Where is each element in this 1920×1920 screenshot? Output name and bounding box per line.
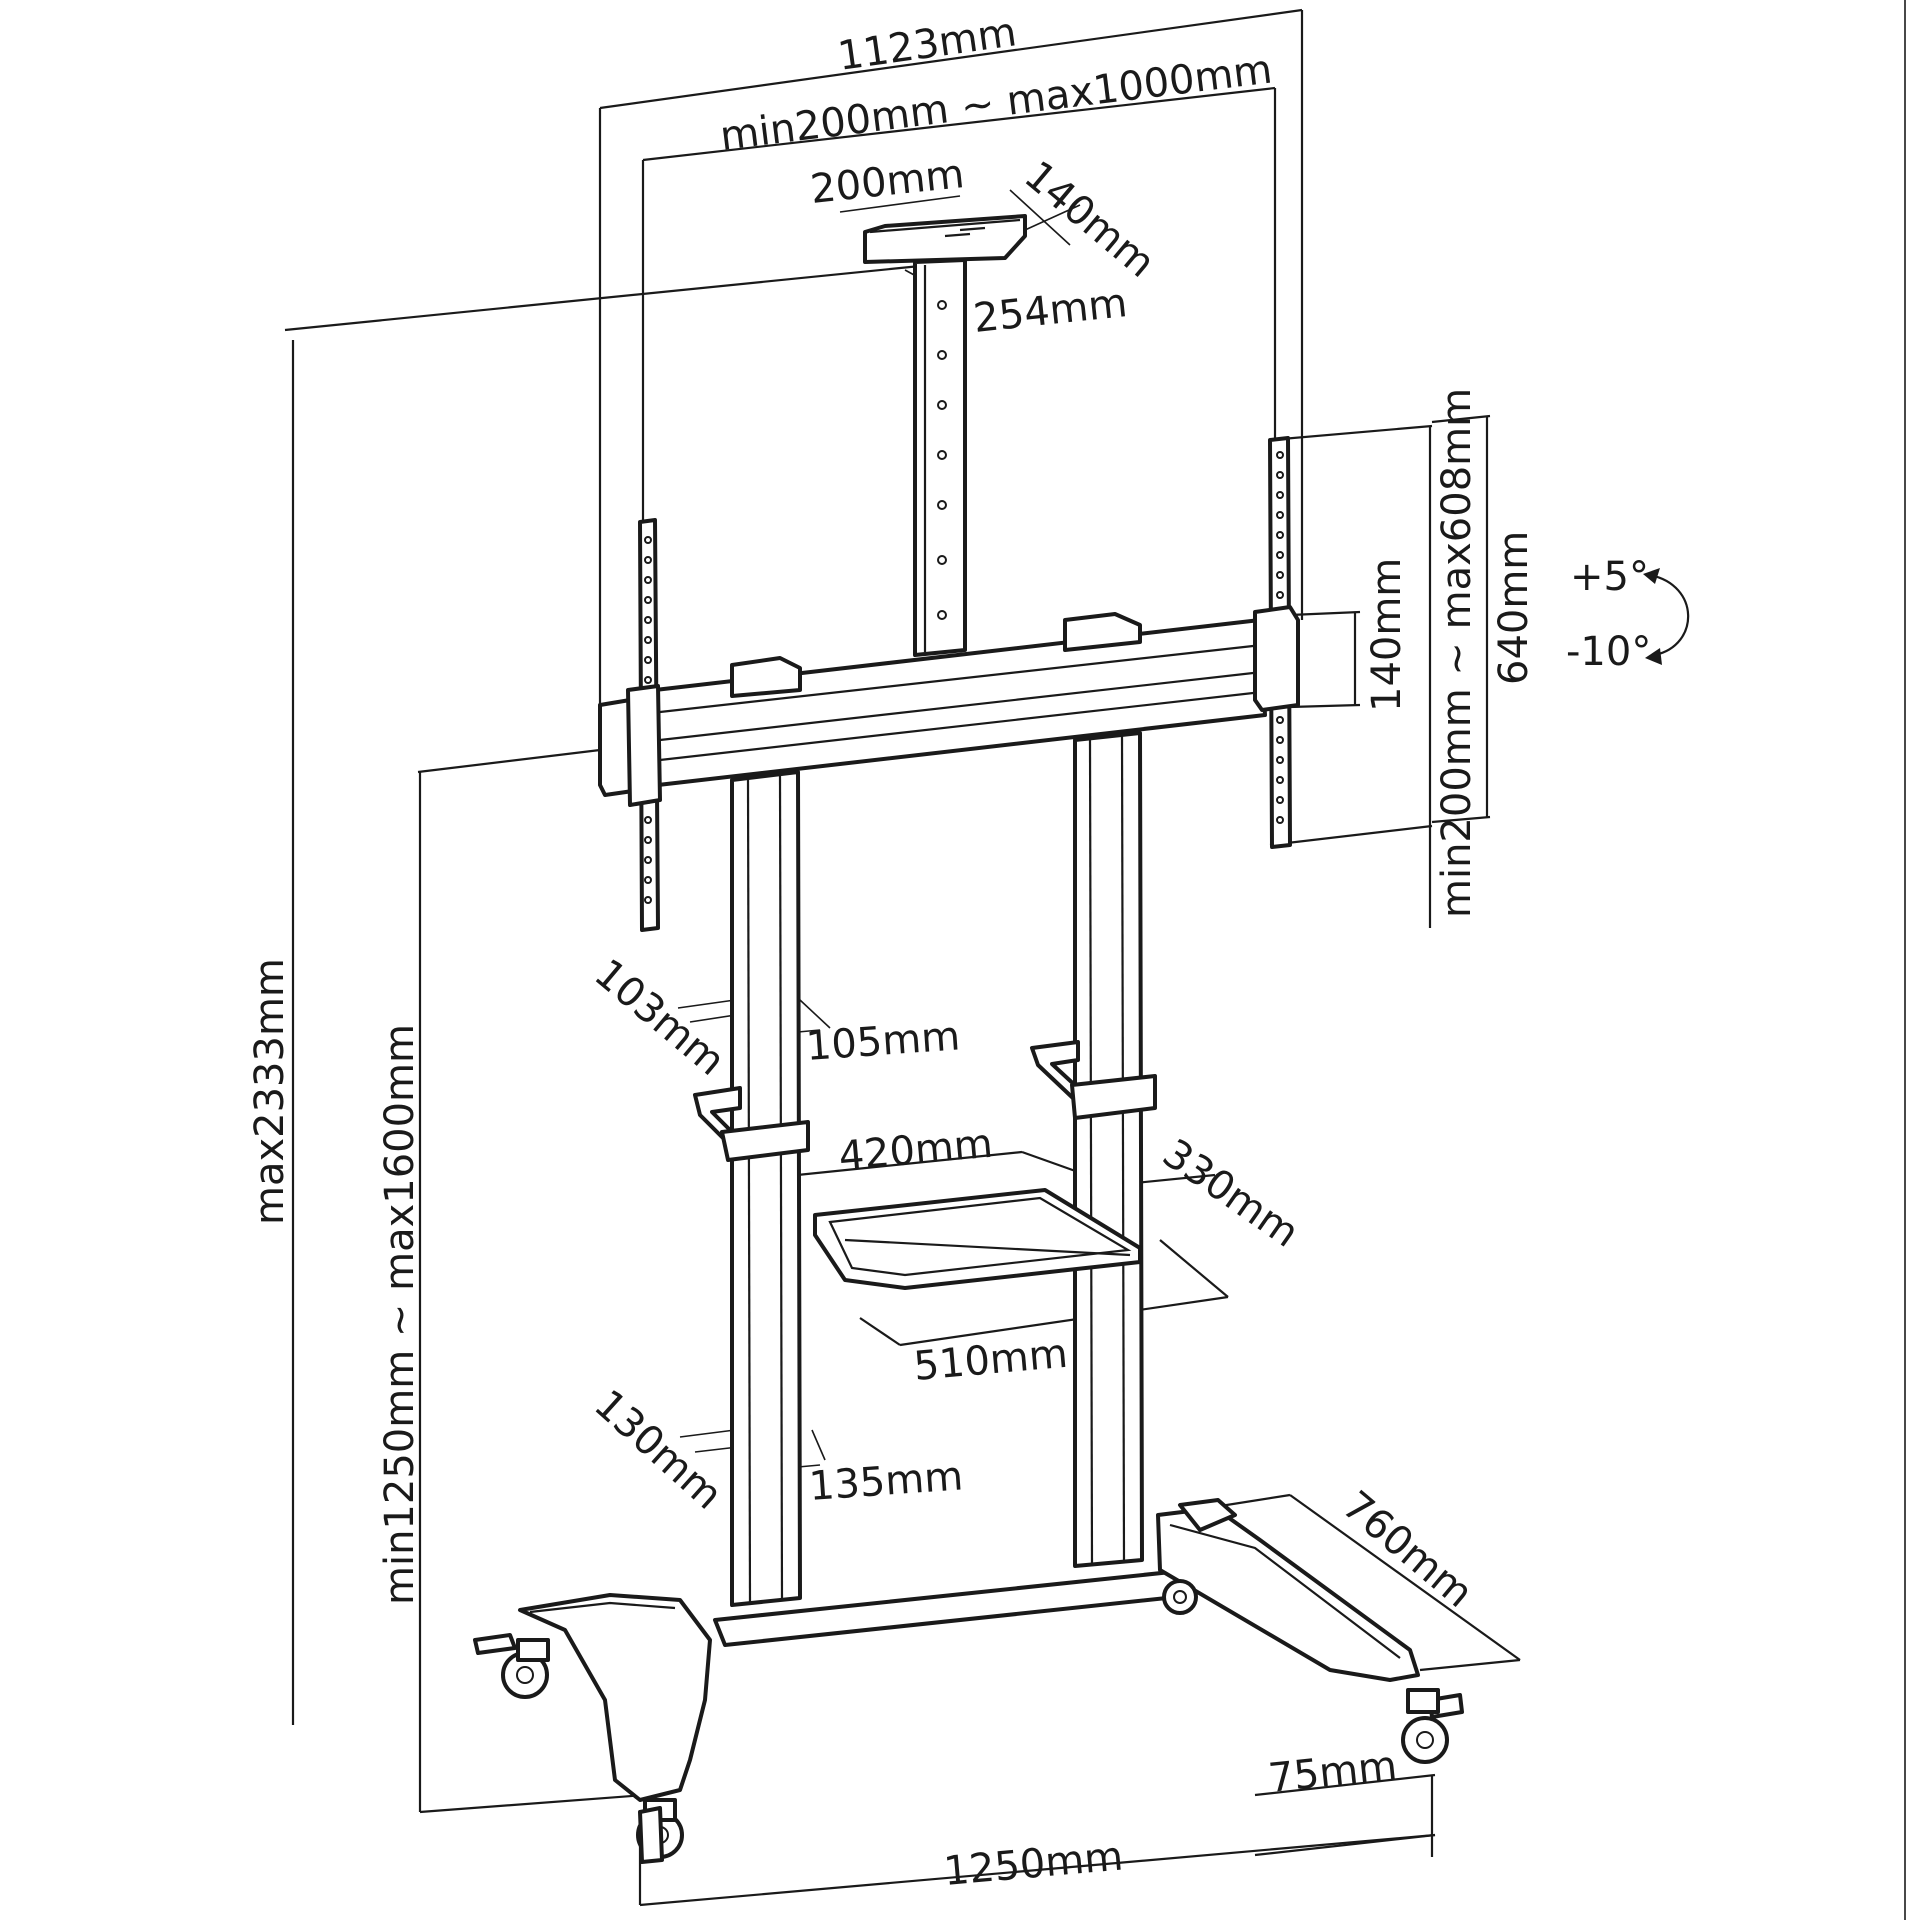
label-lower-column-width: 135mm	[807, 1453, 964, 1510]
top-plate	[863, 214, 1027, 264]
tilt-arrow-icon	[1643, 568, 1690, 665]
label-top-plate-depth: 140mm	[1016, 152, 1164, 286]
caster-right-back	[1162, 1579, 1198, 1615]
label-max-height: max2333mm	[247, 958, 293, 1225]
label-shelf-depth: 330mm	[1154, 1131, 1307, 1257]
label-tilt-down: -10°	[1566, 629, 1651, 675]
label-vesa-width-range: min200mm ~ max1000mm	[718, 47, 1275, 160]
label-bracket-height: 640mm	[1491, 531, 1537, 685]
left-handle	[693, 1086, 810, 1162]
caster-left-back	[473, 1633, 550, 1699]
left-vesa-bracket	[598, 518, 662, 932]
label-vesa-height-range: min200mm ~ max608mm	[1434, 388, 1480, 918]
caster-left-front	[636, 1798, 684, 1864]
left-column	[730, 770, 802, 1607]
right-column	[1073, 731, 1144, 1568]
label-overall-width: 1123mm	[835, 9, 1019, 80]
label-base-width: 1250mm	[942, 1833, 1125, 1894]
label-top-plate-width: 200mm	[808, 151, 966, 213]
label-top-plate-post: 254mm	[971, 280, 1129, 342]
dimension-lines	[284, 8, 1521, 1907]
shelf-tray	[813, 1188, 1142, 1290]
crossbar	[653, 612, 1267, 787]
label-caster-height: 75mm	[1266, 1743, 1399, 1802]
caster-right-front	[1401, 1688, 1464, 1764]
label-shelf-width: 420mm	[837, 1121, 995, 1180]
label-tilt-up: +5°	[1570, 554, 1649, 600]
label-upper-column-depth: 103mm	[586, 950, 734, 1084]
base-frame	[518, 1498, 1420, 1802]
tv-stand-structure	[473, 214, 1690, 1864]
right-handle	[1030, 1040, 1157, 1120]
label-bar-height: 140mm	[1364, 558, 1410, 712]
label-upper-column-width: 105mm	[804, 1013, 961, 1070]
label-base-depth: 760mm	[1334, 1482, 1482, 1616]
label-height-range: min1250mm ~ max1600mm	[377, 1024, 423, 1605]
center-post	[913, 258, 967, 657]
right-vesa-bracket	[1253, 436, 1300, 849]
